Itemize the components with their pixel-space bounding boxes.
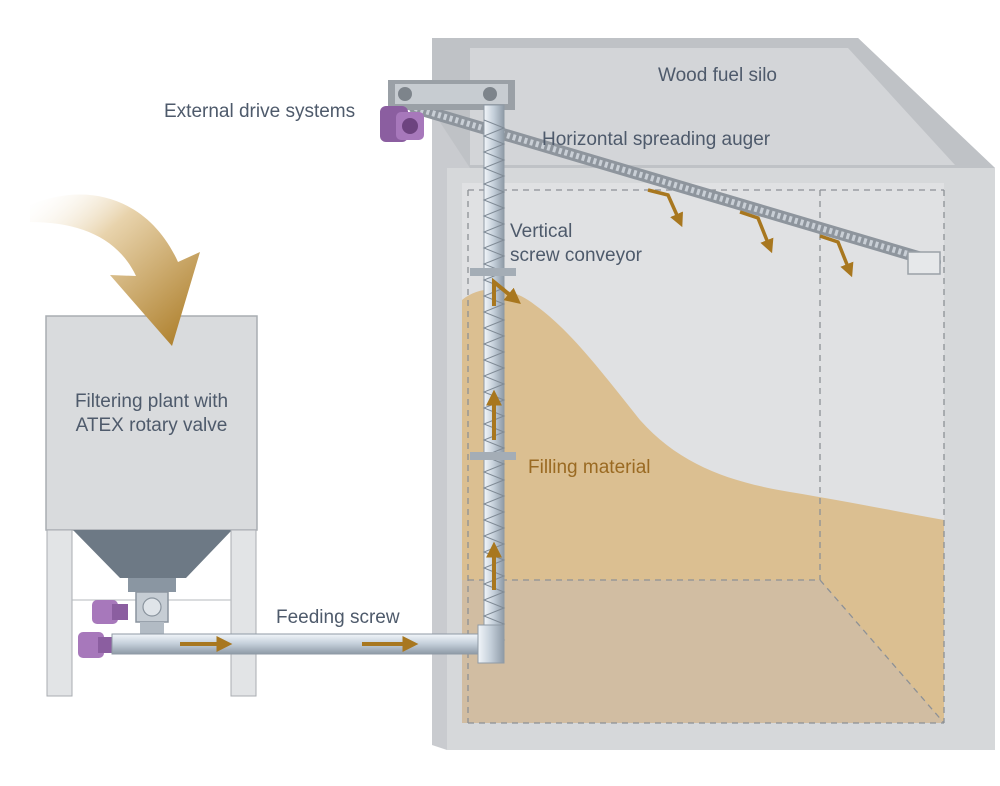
filtering-plant-label-line1: Filtering plant with	[74, 391, 229, 412]
filtering-plant-label: Filtering plant with ATEX rotary valve	[46, 390, 257, 438]
external-drive-label: External drive systems	[164, 101, 356, 122]
feeding-screw-label: Feeding screw	[276, 607, 400, 628]
silo-label: Wood fuel silo	[658, 65, 777, 86]
drive-platform	[388, 80, 515, 110]
auger-end-bearing	[907, 251, 941, 275]
filtering-plant	[45, 315, 258, 697]
vertical-conveyor-label-line2: screw conveyor	[510, 244, 642, 266]
plant-leg-right	[230, 529, 257, 697]
feeding-screw-pipe	[111, 624, 505, 664]
filtering-plant-hopper	[73, 530, 232, 578]
silo-floor-shadow	[462, 580, 944, 723]
filtering-plant-label-line2: ATEX rotary valve	[75, 414, 228, 436]
vertical-screw-conveyor	[470, 104, 516, 661]
vertical-conveyor-label: Vertical screw conveyor	[510, 220, 642, 268]
flow-arrows	[30, 188, 854, 652]
filtering-plant-housing	[45, 315, 258, 531]
plant-leg-left	[46, 529, 73, 697]
vertical-conveyor-label-line1: Vertical	[510, 221, 573, 242]
silo-rim-inner	[470, 48, 955, 165]
inlet-arrow	[30, 194, 200, 346]
horizontal-auger-label: Horizontal spreading auger	[542, 129, 771, 150]
wood-fuel-silo	[432, 38, 995, 750]
filling-material-label: Filling material	[528, 457, 651, 478]
external-drive-motor	[380, 106, 424, 142]
